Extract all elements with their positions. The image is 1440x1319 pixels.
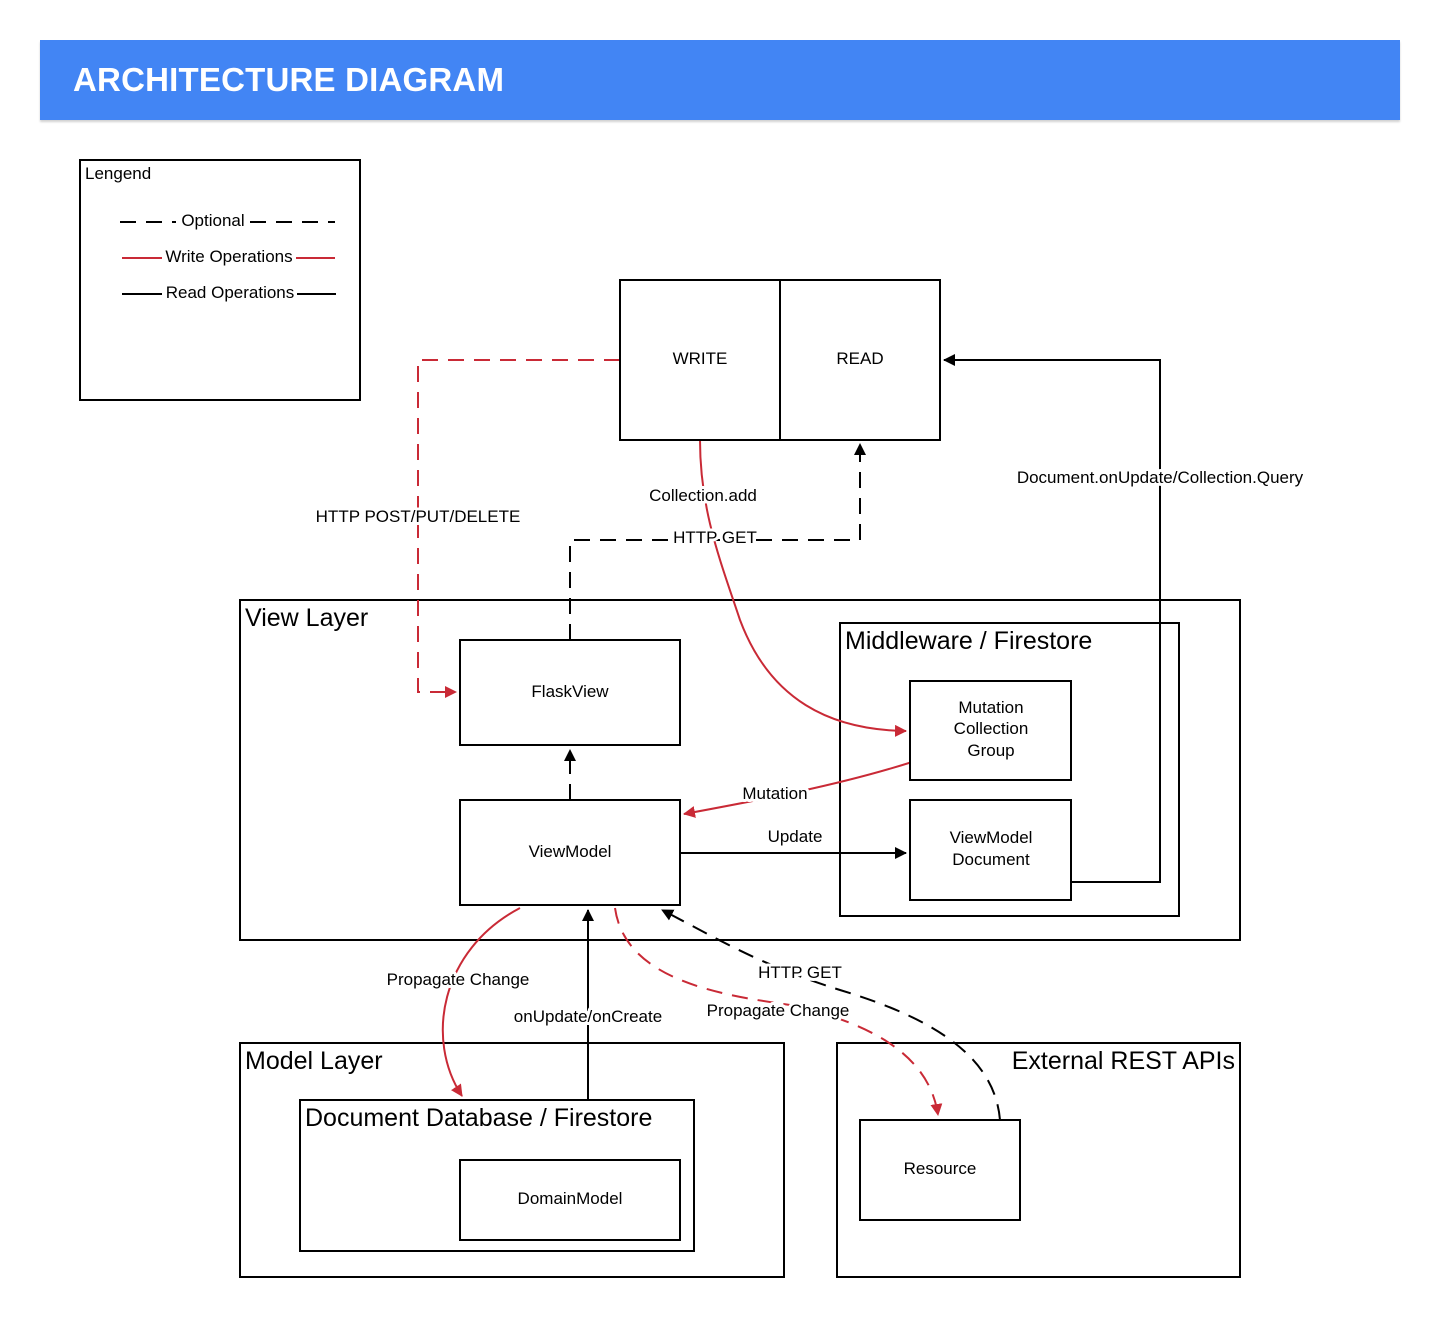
edge-resource-to-viewmodel — [661, 909, 1001, 1121]
edge-viewmodel-to-database — [441, 907, 521, 1097]
edge-write-to-flaskview — [417, 359, 620, 698]
middleware-title: Middleware / Firestore — [845, 627, 1092, 655]
edge-label-http-post-put-delete: HTTP POST/PUT/DELETE — [316, 507, 521, 526]
node-domainmodel-label: DomainModel — [518, 1189, 623, 1208]
legend-item-read: Read Operations — [122, 283, 336, 302]
node-viewmodel — [459, 799, 681, 906]
node-mutation-collection-group — [909, 680, 1072, 781]
edge-label-document-onupdate: Document.onUpdate/Collection.Query — [1017, 468, 1304, 487]
legend: Lengend Optional Write Operations Read O… — [79, 159, 361, 401]
edge-label-propagate-change-left: Propagate Change — [387, 970, 530, 989]
node-flaskview-label: FlaskView — [531, 682, 609, 701]
node-write-read: WRITE READ — [619, 279, 941, 441]
document-database-title: Document Database / Firestore — [305, 1104, 652, 1132]
node-resource — [859, 1119, 1021, 1221]
legend-label-read: Read Operations — [166, 283, 295, 302]
legend-label-write: Write Operations — [165, 247, 292, 266]
external-rest-apis-title: External REST APIs — [1012, 1047, 1235, 1075]
edge-mutation-to-viewmodel — [683, 761, 913, 818]
node-write — [619, 279, 781, 441]
edge-label-http-get-bottom: HTTP GET — [758, 963, 842, 982]
node-read-label: READ — [836, 349, 883, 368]
node-write-label: WRITE — [673, 349, 728, 368]
node-mutation-label-line1: Mutation — [958, 698, 1023, 717]
edge-label-mutation: Mutation — [742, 784, 807, 803]
node-viewmodel-label: ViewModel — [529, 842, 612, 861]
legend-title: Lengend — [85, 164, 151, 183]
edge-label-update: Update — [768, 827, 823, 846]
page-title: ARCHITECTURE DIAGRAM — [73, 61, 505, 98]
node-flaskview — [459, 639, 681, 746]
legend-item-write: Write Operations — [122, 247, 335, 266]
edge-label-http-get-top: HTTP GET — [673, 528, 757, 547]
edge-viewmodel-to-resource — [614, 907, 943, 1116]
node-domainmodel — [459, 1159, 681, 1241]
edge-viewmodel-document-to-read — [943, 354, 1161, 883]
edge-label-propagate-change-right: Propagate Change — [707, 1001, 850, 1020]
node-viewmodel-document-line1: ViewModel — [950, 828, 1033, 847]
edge-label-onupdate-oncreate: onUpdate/onCreate — [514, 1007, 662, 1026]
node-viewmodel-document-line2: Document — [952, 850, 1030, 869]
node-viewmodel-document — [909, 799, 1072, 901]
model-layer-title: Model Layer — [245, 1047, 383, 1075]
edge-write-to-mutation-group — [699, 439, 907, 737]
node-mutation-label-line3: Group — [967, 741, 1014, 760]
node-resource-label: Resource — [904, 1159, 977, 1178]
node-read — [779, 279, 941, 441]
view-layer-title: View Layer — [245, 604, 368, 632]
node-mutation-label-line2: Collection — [954, 719, 1029, 738]
header-bar: ARCHITECTURE DIAGRAM — [40, 40, 1400, 120]
legend-box — [79, 159, 361, 401]
edge-label-collection-add: Collection.add — [649, 486, 757, 505]
legend-item-optional: Optional — [120, 211, 335, 230]
legend-label-optional: Optional — [181, 211, 244, 230]
